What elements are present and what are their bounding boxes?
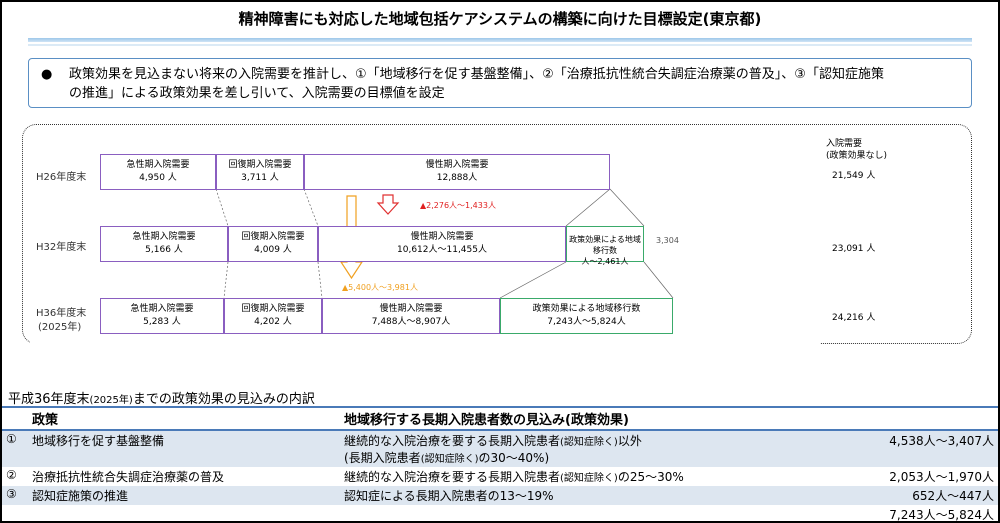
row-description: 継続的な入院治療を要する長期入院患者(認知症除く)の25～30% xyxy=(340,467,780,486)
row-amount: 4,538人～3,407人 xyxy=(889,434,994,448)
box-acute-h36: 急性期入院需要 5,283 人 xyxy=(100,298,224,334)
box-acute-h26: 急性期入院需要 4,950 人 xyxy=(100,154,216,190)
box-label: 回復期入院需要 xyxy=(228,160,292,170)
desc-text: 継続的な入院治療を要する長期入院患者 xyxy=(344,434,561,448)
box-recovery-h26: 回復期入院需要 3,711 人 xyxy=(216,154,304,190)
box-acute-h32: 急性期入院需要 5,166 人 xyxy=(100,226,228,262)
box-label: 政策効果による地域移行数 xyxy=(532,304,641,314)
right-header-line-1: 入院需要 xyxy=(826,139,863,149)
table-header-row: 政策 地域移行する長期入院患者数の見込み(政策効果) xyxy=(2,406,998,431)
connector-line xyxy=(643,261,674,299)
breakdown-title-rest: までの政策効果の見込みの内訳 xyxy=(132,392,315,407)
row-label-h26: H26年度末 xyxy=(36,172,87,183)
column-header-estimate: 地域移行する長期入院患者数の見込み(政策効果) xyxy=(340,406,998,431)
box-label: 政策効果による地域移行数 xyxy=(569,235,641,255)
desc-end: の30～40%) xyxy=(478,451,550,465)
box-recovery-h36: 回復期入院需要 4,202 人 xyxy=(224,298,322,334)
table-row: ① 地域移行を促す基盤整備 継続的な入院治療を要する長期入院患者(認知症除く)以… xyxy=(2,430,998,467)
box-value: 3,711 人 xyxy=(241,173,279,183)
row-policy: 認知症施策の推進 xyxy=(32,489,129,503)
summary-line-2: の推進」による政策効果を差し引いて、入院需要の目標値を設定 xyxy=(69,86,445,101)
box-label: 急性期入院需要 xyxy=(126,160,190,170)
row-label-h32: H32年度末 xyxy=(36,242,87,253)
box-label: 慢性期入院需要 xyxy=(379,304,443,314)
connector-line xyxy=(499,261,567,299)
breakdown-table: 政策 地域移行する長期入院患者数の見込み(政策効果) ① 地域移行を促す基盤整備… xyxy=(2,406,998,523)
row-amount: 652人～447人 xyxy=(912,489,994,503)
desc-small: (認知症除く) xyxy=(560,437,618,448)
box-recovery-h32: 回復期入院需要 4,009 人 xyxy=(228,226,318,262)
breakdown-title: 平成36年度末(2025年)までの政策効果の見込みの内訳 xyxy=(8,388,315,407)
desc-text: (長期入院患者 xyxy=(344,451,421,465)
desc-text: 継続的な入院治療を要する長期入院患者 xyxy=(344,470,561,484)
title-rule xyxy=(28,38,972,42)
box-value: 4,009 人 xyxy=(254,245,292,255)
row-number: ③ xyxy=(6,487,17,501)
box-label: 慢性期入院需要 xyxy=(410,232,474,242)
box-value: 10,612人～11,455人 xyxy=(397,245,487,255)
box-policy-h36: 政策効果による地域移行数 7,243人～5,824人 xyxy=(500,298,673,334)
right-header: 入院需要 (政策効果なし) xyxy=(826,138,887,162)
column-header-policy: 政策 xyxy=(28,406,340,431)
row-amount: 2,053人～1,970人 xyxy=(889,470,994,484)
table-row: ② 治療抵抗性統合失調症治療薬の普及 継続的な入院治療を要する長期入院患者(認知… xyxy=(2,467,998,486)
connector-line xyxy=(303,188,319,227)
connector-line xyxy=(317,261,323,299)
desc-small: (認知症除く) xyxy=(420,454,479,465)
box-value: 4,950 人 xyxy=(139,173,177,183)
breakdown-title-small: (2025年) xyxy=(89,395,133,406)
connector-line xyxy=(215,188,229,227)
connector-line xyxy=(223,261,229,299)
row-description: 継続的な入院治療を要する長期入院患者(認知症除く)以外 (長期入院患者(認知症除… xyxy=(340,430,780,467)
row-label-h36: H36年度末 xyxy=(36,308,87,319)
desc-small: (認知症除く) xyxy=(560,473,618,484)
summary-box: ● 政策効果を見込まない将来の入院需要を推計し、①「地域移行を促す基盤整備」、②… xyxy=(28,58,972,108)
red-down-arrow-icon xyxy=(376,194,400,215)
page-title: 精神障害にも対応した地域包括ケアシステムの構築に向けた目標設定(東京都) xyxy=(238,10,762,28)
box-value: 12,888人 xyxy=(436,173,478,183)
box-label: 回復期入院需要 xyxy=(241,232,305,242)
total-amount: 7,243人～5,824人 xyxy=(889,508,994,522)
box-chronic-h26: 慢性期入院需要 12,888人 xyxy=(304,154,610,190)
row-description: 認知症による長期入院患者の13～19% xyxy=(344,489,554,503)
total-h26: 21,549 人 xyxy=(832,171,876,181)
box-chronic-h32: 慢性期入院需要 10,612人～11,455人 xyxy=(318,226,566,262)
connector-line xyxy=(609,188,645,227)
summary-line-1: 政策効果を見込まない将来の入院需要を推計し、①「地域移行を促す基盤整備」、②「治… xyxy=(69,67,884,82)
extra-number-h32: 3,304 xyxy=(656,236,679,245)
row-number: ① xyxy=(6,432,17,446)
total-h36: 24,216 人 xyxy=(832,313,876,323)
box-label: 回復期入院需要 xyxy=(241,304,305,314)
connector-line xyxy=(565,188,611,227)
box-chronic-h36: 慢性期入院需要 7,488人～8,907人 xyxy=(322,298,500,334)
table-total-row: 7,243人～5,824人 xyxy=(2,505,998,523)
row-policy: 地域移行を促す基盤整備 xyxy=(32,434,165,448)
box-label: 急性期入院需要 xyxy=(132,232,196,242)
box-value: 7,488人～8,907人 xyxy=(371,317,451,327)
box-value: 4,202 人 xyxy=(254,317,292,327)
box-value: 7,243人～5,824人 xyxy=(547,317,626,327)
box-label: 急性期入院需要 xyxy=(130,304,194,314)
bullet-icon: ● xyxy=(41,67,53,82)
row-number: ② xyxy=(6,468,17,482)
box-value: 人～2,461人 xyxy=(581,257,629,266)
desc-end: の25～30% xyxy=(617,470,684,484)
row-label-h36-year: (2025年) xyxy=(38,322,82,333)
desc-end: 以外 xyxy=(617,434,642,448)
box-policy-h32: 政策効果による地域移行数 人～2,461人 xyxy=(566,226,644,266)
right-header-line-2: (政策効果なし) xyxy=(826,151,888,161)
breakdown-title-main: 平成36年度末 xyxy=(8,392,90,407)
box-label: 慢性期入院需要 xyxy=(425,160,489,170)
box-value: 5,166 人 xyxy=(145,245,183,255)
note-red: ▲2,276人～1,433人 xyxy=(420,201,496,210)
title-rule-light xyxy=(28,44,972,46)
table-row: ③ 認知症施策の推進 認知症による長期入院患者の13～19% 652人～447人 xyxy=(2,486,998,505)
total-h32: 23,091 人 xyxy=(832,244,876,254)
row-policy: 治療抵抗性統合失調症治療薬の普及 xyxy=(32,470,225,484)
box-value: 5,283 人 xyxy=(143,317,181,327)
note-orange: ▲5,400人～3,981人 xyxy=(342,283,418,292)
